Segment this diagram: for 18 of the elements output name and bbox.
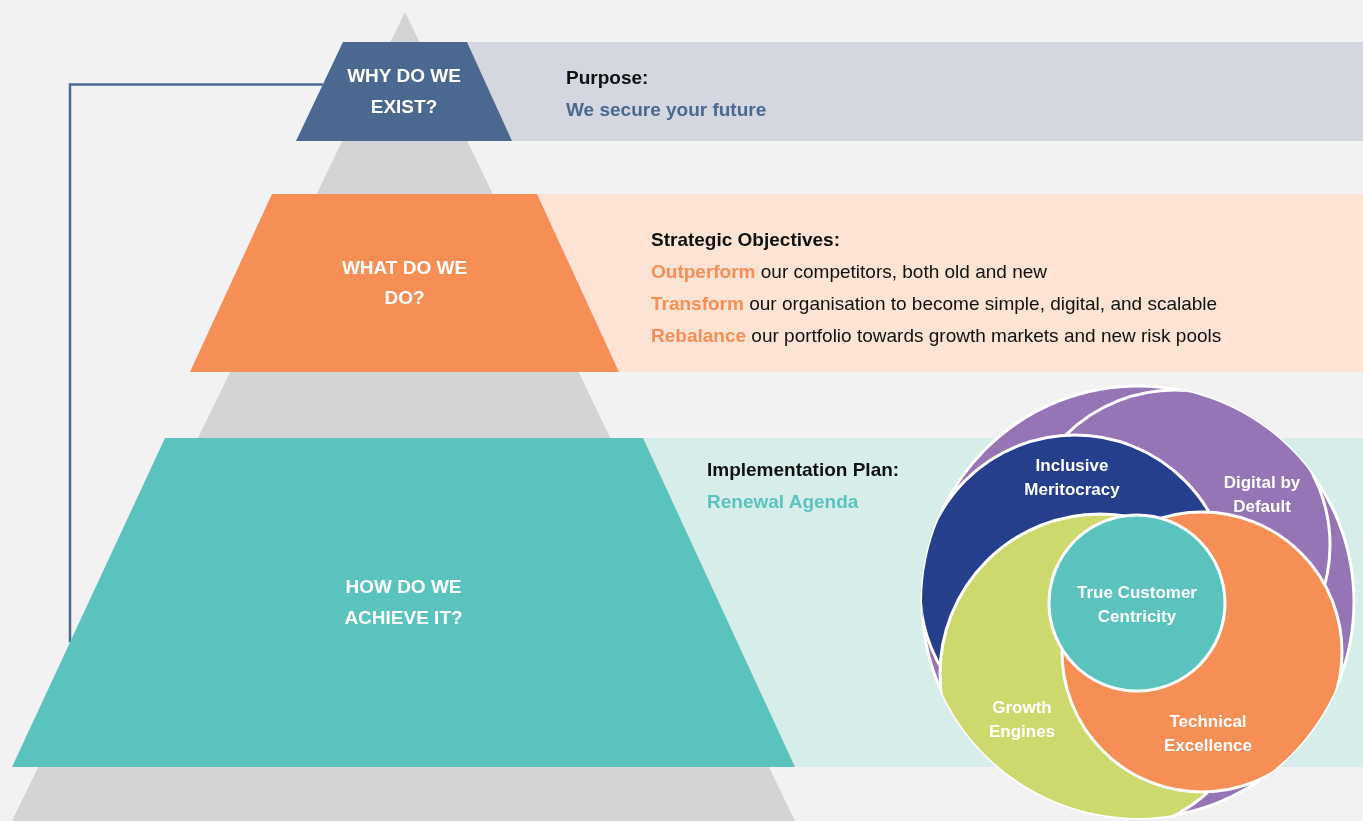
tier-question: WHAT DO WE DO? [340,255,469,310]
band-heading: Implementation Plan: [707,458,900,482]
tier-question: WHY DO WE EXIST? [346,64,462,119]
objective-text: Outperform our competitors, both old and new [651,260,1048,284]
segment-label: Digital by Default [1222,471,1302,519]
tier-band [537,194,1363,372]
objective-text: Transform our organisation to become simple, digital, and scalable [651,292,1219,316]
segment-label: Inclusive Meritocracy [1007,454,1137,502]
band-subtitle: We secure your future [566,98,767,122]
band-heading: Strategic Objectives: [651,228,842,252]
tier-band [467,42,1363,141]
objective-text: Rebalance our portfolio towards growth markets and new risk pools [651,324,1222,348]
segment-label: Growth Engines [977,696,1067,744]
connector-line [68,83,323,643]
segment-label: Technical Excellence [1148,710,1268,758]
band-subtitle: Renewal Agenda [707,490,860,514]
tier-question: HOW DO WE ACHIEVE IT? [343,575,464,630]
band-heading: Purpose: [566,66,650,90]
